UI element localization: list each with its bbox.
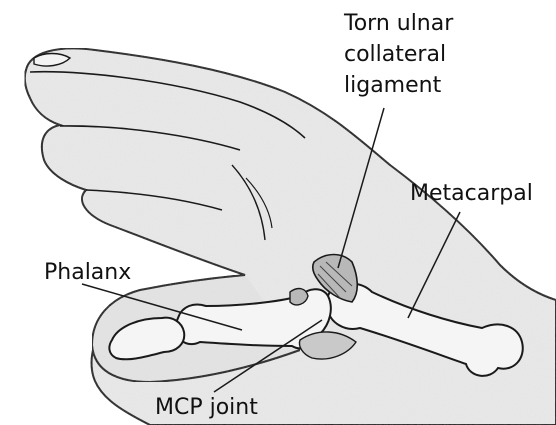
ligament-label-line-3: ligament	[344, 70, 453, 101]
ligament-label-line-1: Torn ulnar	[344, 8, 453, 39]
metacarpal-label: Metacarpal	[410, 178, 533, 209]
phalanx-label: Phalanx	[44, 257, 131, 288]
ligament-label-line-2: collateral	[344, 39, 453, 70]
mcp-joint-label: MCP joint	[155, 392, 258, 423]
ligament-label: Torn ulnar collateral ligament	[344, 8, 453, 101]
